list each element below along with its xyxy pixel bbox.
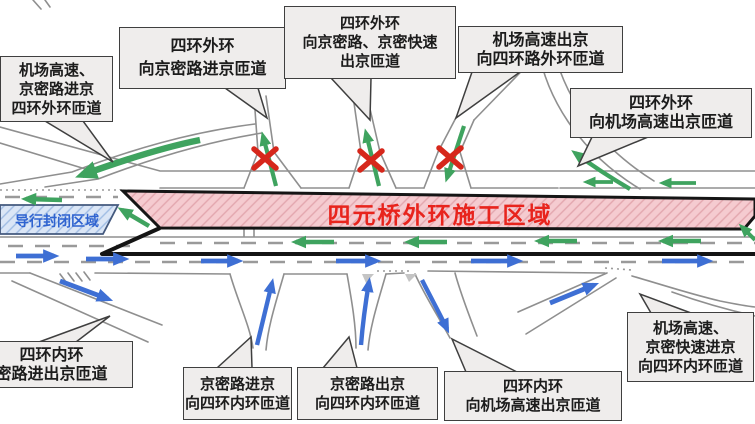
construction-zone-area bbox=[119, 189, 755, 231]
road-network bbox=[0, 0, 755, 351]
callout-inner-ring-to-airport-outbound-ramp: 四环内环 向机场高速出京匝道 bbox=[444, 371, 622, 421]
callout-inner-ring-jingmi-ramp: 四环内环 密路进出京匝道 bbox=[0, 341, 133, 388]
callout-line: 向机场高速出京匝道 bbox=[588, 114, 733, 131]
callout-line: 出京匝道 bbox=[339, 53, 400, 70]
diversion-closed-label: 导行封闭区域 bbox=[15, 213, 99, 229]
callout-line: 向四环内环匝道 bbox=[637, 357, 743, 375]
construction-zone-label: 四元桥外环施工区域 bbox=[327, 202, 553, 228]
callout-outer-ring-to-jingmi-express-outbound-ramp: 四环外环 向京密路、京密快速 出京匝道 bbox=[284, 6, 456, 79]
callout-outer-ring-to-airport-outbound-ramp: 四环外环 向机场高速出京匝道 bbox=[570, 88, 752, 138]
red-x-icon bbox=[436, 145, 464, 170]
red-x-icon bbox=[251, 146, 279, 171]
callout-line: 向机场高速出京匝道 bbox=[465, 397, 601, 414]
callout-line: 向京密路、京密快速 bbox=[302, 34, 438, 51]
callout-outer-ring-to-jingmi-inbound-ramp: 四环外环 向京密路进京匝道 bbox=[119, 27, 286, 89]
callout-airport-jingmi-to-outer-ring-ramp: 机场高速、 京密路进京 四环外环匝道 bbox=[0, 56, 113, 122]
callout-airport-outbound-to-outer-ring-ramp: 机场高速出京 向四环路外环匝道 bbox=[458, 26, 623, 73]
callout-jingmi-inbound-to-inner-ring-ramp: 京密路进京 向四环内环匝道 bbox=[183, 367, 292, 420]
callout-line: 机场高速出京 bbox=[492, 31, 589, 49]
callout-line: 向四环内环匝道 bbox=[314, 394, 420, 412]
callout-line: 向京密路进京匝道 bbox=[138, 61, 267, 78]
callout-line: 机场高速、 bbox=[652, 319, 728, 337]
dotted-lane-lines bbox=[0, 189, 633, 272]
callout-line: 机场高速、 bbox=[18, 61, 94, 79]
callout-line: 四环外环 bbox=[628, 95, 693, 112]
closed-ramp-x-icons bbox=[251, 145, 464, 173]
callout-line: 向四环内环匝道 bbox=[185, 394, 291, 412]
callout-line: 四环内环 bbox=[502, 378, 563, 395]
median-divider bbox=[100, 226, 755, 256]
callout-line: 京密快速进京 bbox=[645, 338, 736, 356]
eastbound-blue-arrows bbox=[16, 249, 714, 268]
red-x-icon bbox=[357, 148, 385, 173]
callout-line: 四环外环匝道 bbox=[11, 99, 102, 117]
lane-dashes bbox=[0, 195, 755, 264]
ramp-blue-arrows bbox=[59, 277, 600, 346]
callout-jingmi-outbound-to-inner-ring-ramp: 京密路出京 向四环内环匝道 bbox=[297, 367, 438, 420]
callout-line: 四环外环 bbox=[339, 15, 400, 32]
callout-line: 密路进出京匝道 bbox=[0, 365, 108, 383]
callout-line: 向四环路外环匝道 bbox=[476, 50, 605, 68]
westbound-green-arrows bbox=[20, 136, 755, 249]
merge-gores bbox=[362, 274, 417, 283]
callout-line: 京密路出京 bbox=[329, 375, 405, 393]
diversion-closed-area bbox=[0, 204, 120, 235]
callout-line: 京密路进京 bbox=[199, 375, 275, 393]
callout-line: 京密路进京 bbox=[18, 80, 94, 98]
callout-airport-jingmi-express-inbound-to-inner-ring-ramp: 机场高速、 京密快速进京 向四环内环匝道 bbox=[627, 312, 754, 382]
callout-line: 四环内环 bbox=[19, 346, 84, 364]
callout-line: 四环外环 bbox=[170, 38, 235, 55]
callout-tails bbox=[38, 71, 692, 373]
